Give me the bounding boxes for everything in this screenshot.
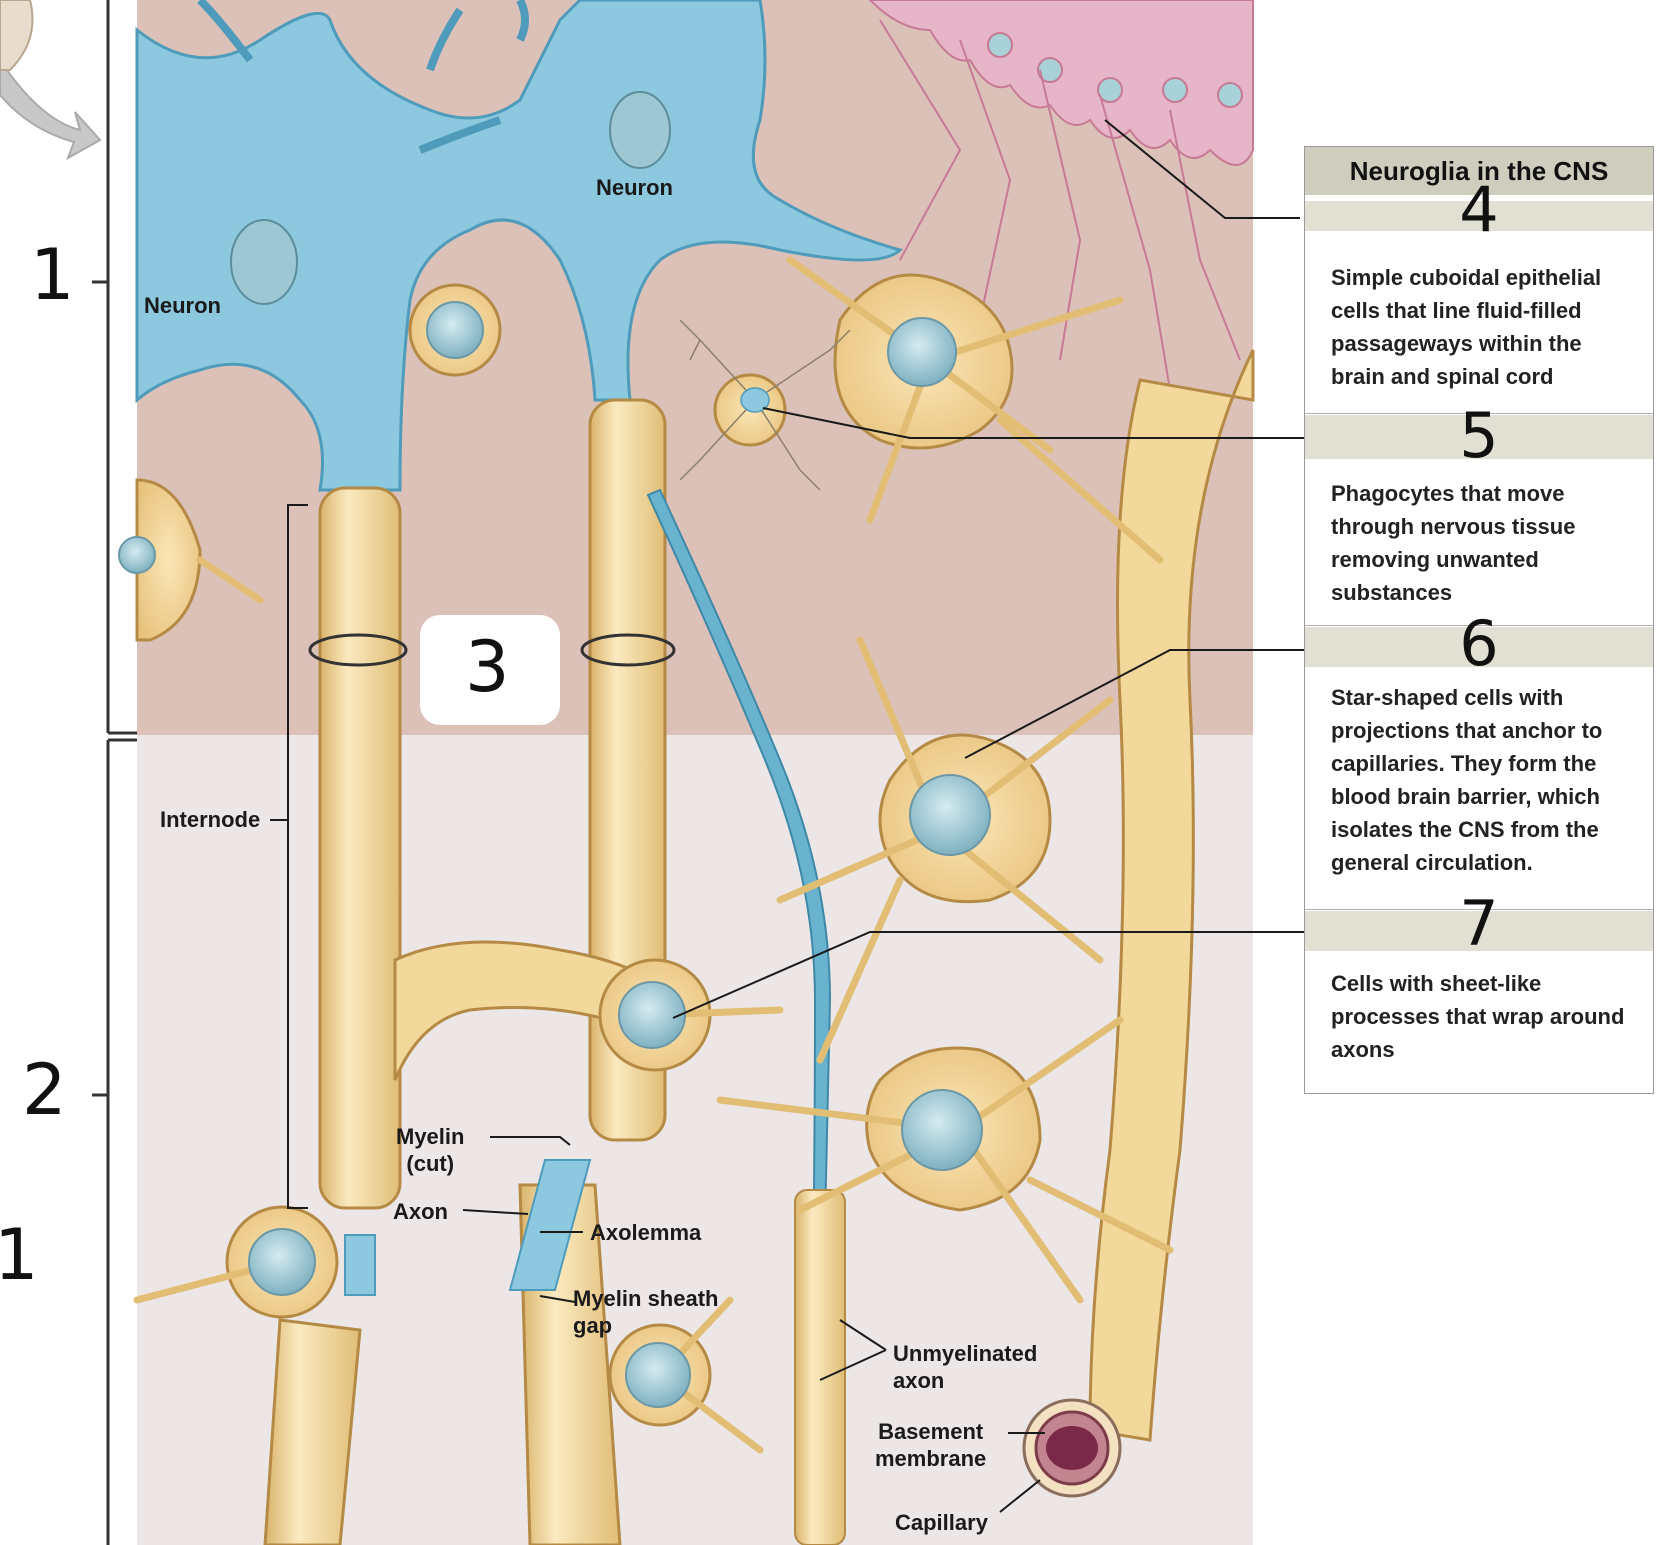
capillary-cross-section bbox=[1022, 1398, 1122, 1498]
panel-separator bbox=[1305, 625, 1653, 626]
entry-band bbox=[1305, 911, 1653, 951]
label-internode: Internode bbox=[160, 807, 261, 832]
entry-description: Phagocytes that move through nervous tis… bbox=[1331, 481, 1576, 605]
label-myelin-cut: Myelin (cut) bbox=[396, 1124, 465, 1176]
panel-separator bbox=[1305, 909, 1653, 910]
entry-number: 4 bbox=[1459, 173, 1499, 246]
myelin-rings bbox=[308, 633, 676, 667]
neuron-nuclei bbox=[230, 91, 671, 305]
cut-off-structure bbox=[0, 0, 34, 71]
entry-band bbox=[1305, 627, 1653, 667]
entry-description: Star-shaped cells with projections that … bbox=[1331, 685, 1603, 875]
label-capillary: Capillary bbox=[895, 1510, 988, 1535]
label-neuron-left: Neuron bbox=[144, 293, 221, 318]
label-axon: Axon bbox=[393, 1199, 448, 1224]
neuron-shapes bbox=[135, 0, 903, 492]
glial-processes bbox=[133, 256, 1174, 1454]
panel-separator bbox=[1305, 413, 1653, 414]
handwritten-number-3: 3 bbox=[465, 626, 510, 708]
label-3-patch bbox=[420, 615, 560, 725]
label-myelin-sheath-gap: Myelin sheath gap bbox=[573, 1286, 719, 1338]
handwritten-number-1: 1 bbox=[30, 234, 75, 316]
axon-core bbox=[344, 1159, 592, 1296]
entry-number: 7 bbox=[1459, 887, 1499, 960]
entry-band bbox=[1305, 415, 1653, 459]
label-basement-membrane: Basement membrane bbox=[875, 1419, 987, 1471]
entry-description: Simple cuboidal epithelial cells that li… bbox=[1331, 265, 1602, 389]
microglia bbox=[679, 319, 851, 491]
entry-band bbox=[1305, 201, 1653, 231]
capillary-vessel bbox=[1088, 349, 1255, 1442]
handwritten-number-2: 2 bbox=[22, 1049, 67, 1131]
entry-number: 6 bbox=[1459, 607, 1499, 680]
ependymal-cells bbox=[868, 0, 1254, 391]
label-axolemma: Axolemma bbox=[590, 1220, 702, 1245]
entry-number: 5 bbox=[1459, 399, 1499, 472]
leader-lines bbox=[270, 119, 1320, 1513]
panel-title: Neuroglia in the CNS bbox=[1305, 147, 1653, 195]
arrow-icon bbox=[0, 58, 102, 161]
neuroglia-panel: Neuroglia in the CNS 4 Simple cuboidal e… bbox=[1304, 146, 1654, 1094]
glial-nuclei bbox=[118, 301, 991, 1408]
label-neuron-top: Neuron bbox=[596, 175, 673, 200]
entry-description: Cells with sheet-like processes that wra… bbox=[1331, 971, 1625, 1062]
section-brackets bbox=[92, 0, 137, 1545]
label-unmyelinated-axon: Unmyelinated axon bbox=[893, 1341, 1038, 1393]
schwann-sheath bbox=[794, 1189, 846, 1545]
handwritten-edge-mark: 1 bbox=[0, 1214, 39, 1296]
